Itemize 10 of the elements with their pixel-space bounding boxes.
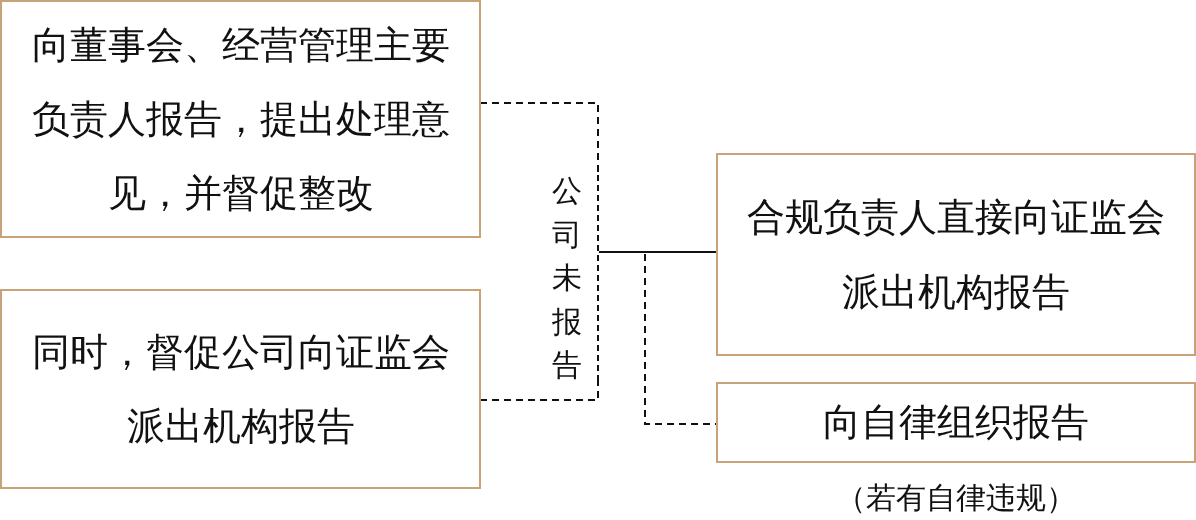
process-box <box>716 153 1196 356</box>
process-box <box>0 289 481 489</box>
process-box <box>0 0 481 238</box>
box-text: 向自律组织报告 <box>823 399 1089 447</box>
vertical-label: 公司未报告 <box>551 172 582 385</box>
process-box <box>716 382 1196 463</box>
note-text: （若有自律违规） <box>835 479 1077 517</box>
box-text: 向董事会、经营管理主要负责人报告，提出处理意见，并督促整改 <box>30 21 451 218</box>
box-text: 合规负责人直接向证监会派出机构报告 <box>746 194 1166 316</box>
box-text: 同时，督促公司向证监会派出机构报告 <box>30 328 451 450</box>
